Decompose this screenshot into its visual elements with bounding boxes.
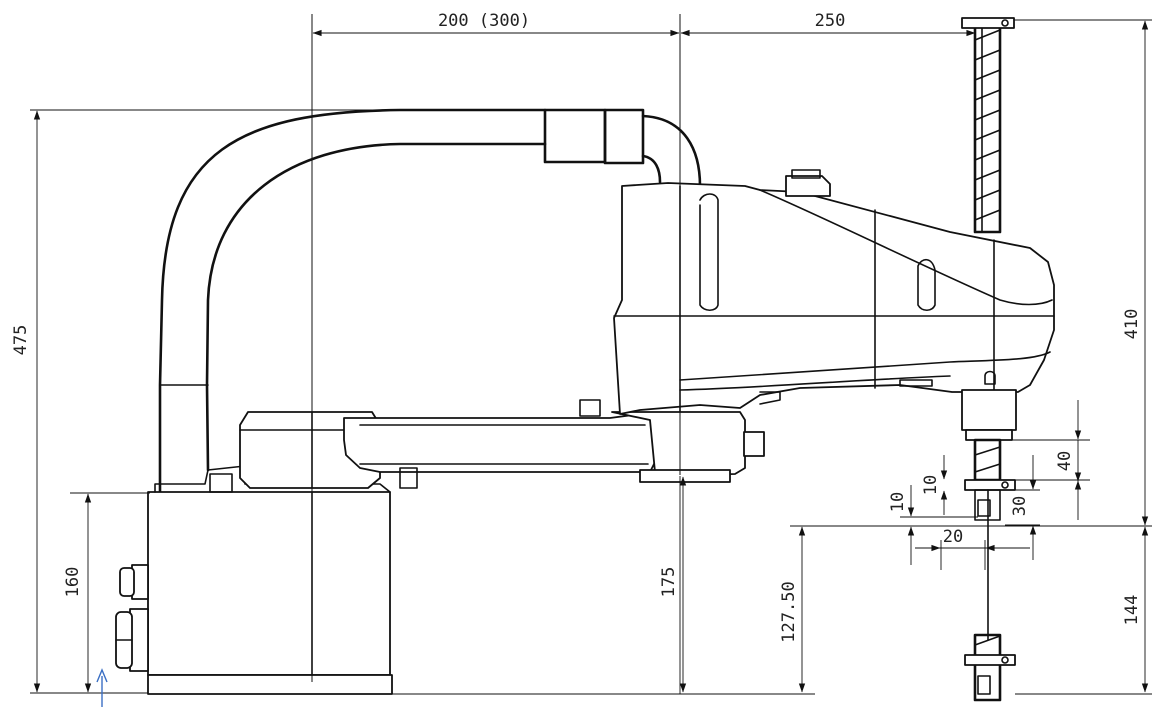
cable-hose <box>158 108 702 494</box>
blue-pointer-arrow <box>96 668 108 707</box>
dim-label-175: 175 <box>659 567 679 598</box>
arm-1 <box>343 413 657 489</box>
dim-label-20: 20 <box>943 527 963 547</box>
dim-label-160: 160 <box>63 567 83 598</box>
joint2-housing <box>579 399 765 483</box>
dim-label-410: 410 <box>1122 309 1142 340</box>
ball-screw-shaft <box>961 17 1017 702</box>
dim-label-200-300: 200 (300) <box>438 11 530 31</box>
dimension-lines <box>30 19 1152 695</box>
base-connectors <box>115 564 149 672</box>
dim-label-40: 40 <box>1055 451 1075 471</box>
robot-body <box>115 14 1055 702</box>
dim-label-250: 250 <box>815 11 846 31</box>
dim-label-144: 144 <box>1122 595 1142 626</box>
dim-label-475: 475 <box>11 325 31 356</box>
dim-label-10-top: 10 <box>921 475 941 495</box>
dim-label-10-left: 10 <box>888 492 908 512</box>
arm-2 <box>613 169 1055 415</box>
dim-label-30: 30 <box>1010 496 1030 516</box>
dim-label-127-50: 127.50 <box>779 581 799 642</box>
base-controller-box <box>147 465 393 695</box>
